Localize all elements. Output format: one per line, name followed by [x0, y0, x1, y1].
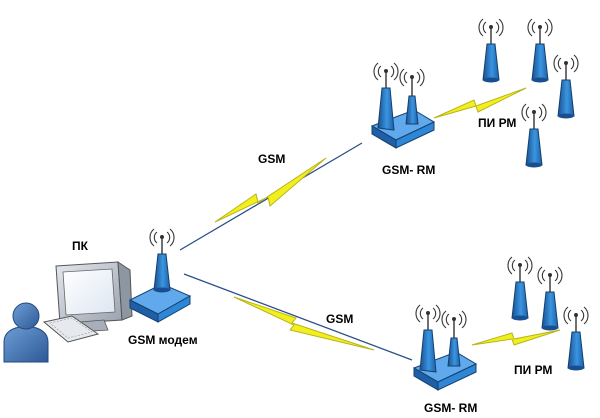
antenna-icon: [527, 18, 553, 84]
antenna-icon: [563, 306, 589, 372]
router-label-top: GSM- RM: [382, 163, 435, 177]
pirm-label-bottom: ПИ РМ: [514, 363, 552, 377]
router-icon: [413, 304, 477, 391]
modem-icon: [128, 228, 192, 323]
pirm-label-top: ПИ РМ: [478, 116, 516, 130]
gsm-link-label-top: GSM: [258, 152, 285, 166]
pc-label: ПК: [72, 239, 89, 253]
lightning-bolt-icon: [233, 296, 375, 351]
gsm-link-label-bottom: GSM: [326, 312, 353, 326]
user-icon: [3, 302, 49, 363]
antenna-icon: [553, 54, 579, 120]
link-line-bottom: [183, 273, 413, 361]
antenna-icon: [507, 256, 533, 322]
antenna-icon: [149, 228, 175, 294]
antenna-icon: [521, 103, 547, 169]
antenna-icon: [478, 18, 504, 84]
keyboard-icon: [42, 315, 100, 343]
modem-label: GSM модем: [128, 333, 198, 347]
router-icon: [371, 62, 435, 149]
lightning-bolt-icon: [214, 157, 327, 223]
antenna-icon: [537, 266, 563, 332]
router-label-bottom: GSM- RM: [424, 401, 477, 415]
computer-icon: [55, 261, 133, 333]
lightning-bolt-icon: [433, 87, 527, 119]
lightning-bolt-icon: [471, 329, 561, 346]
